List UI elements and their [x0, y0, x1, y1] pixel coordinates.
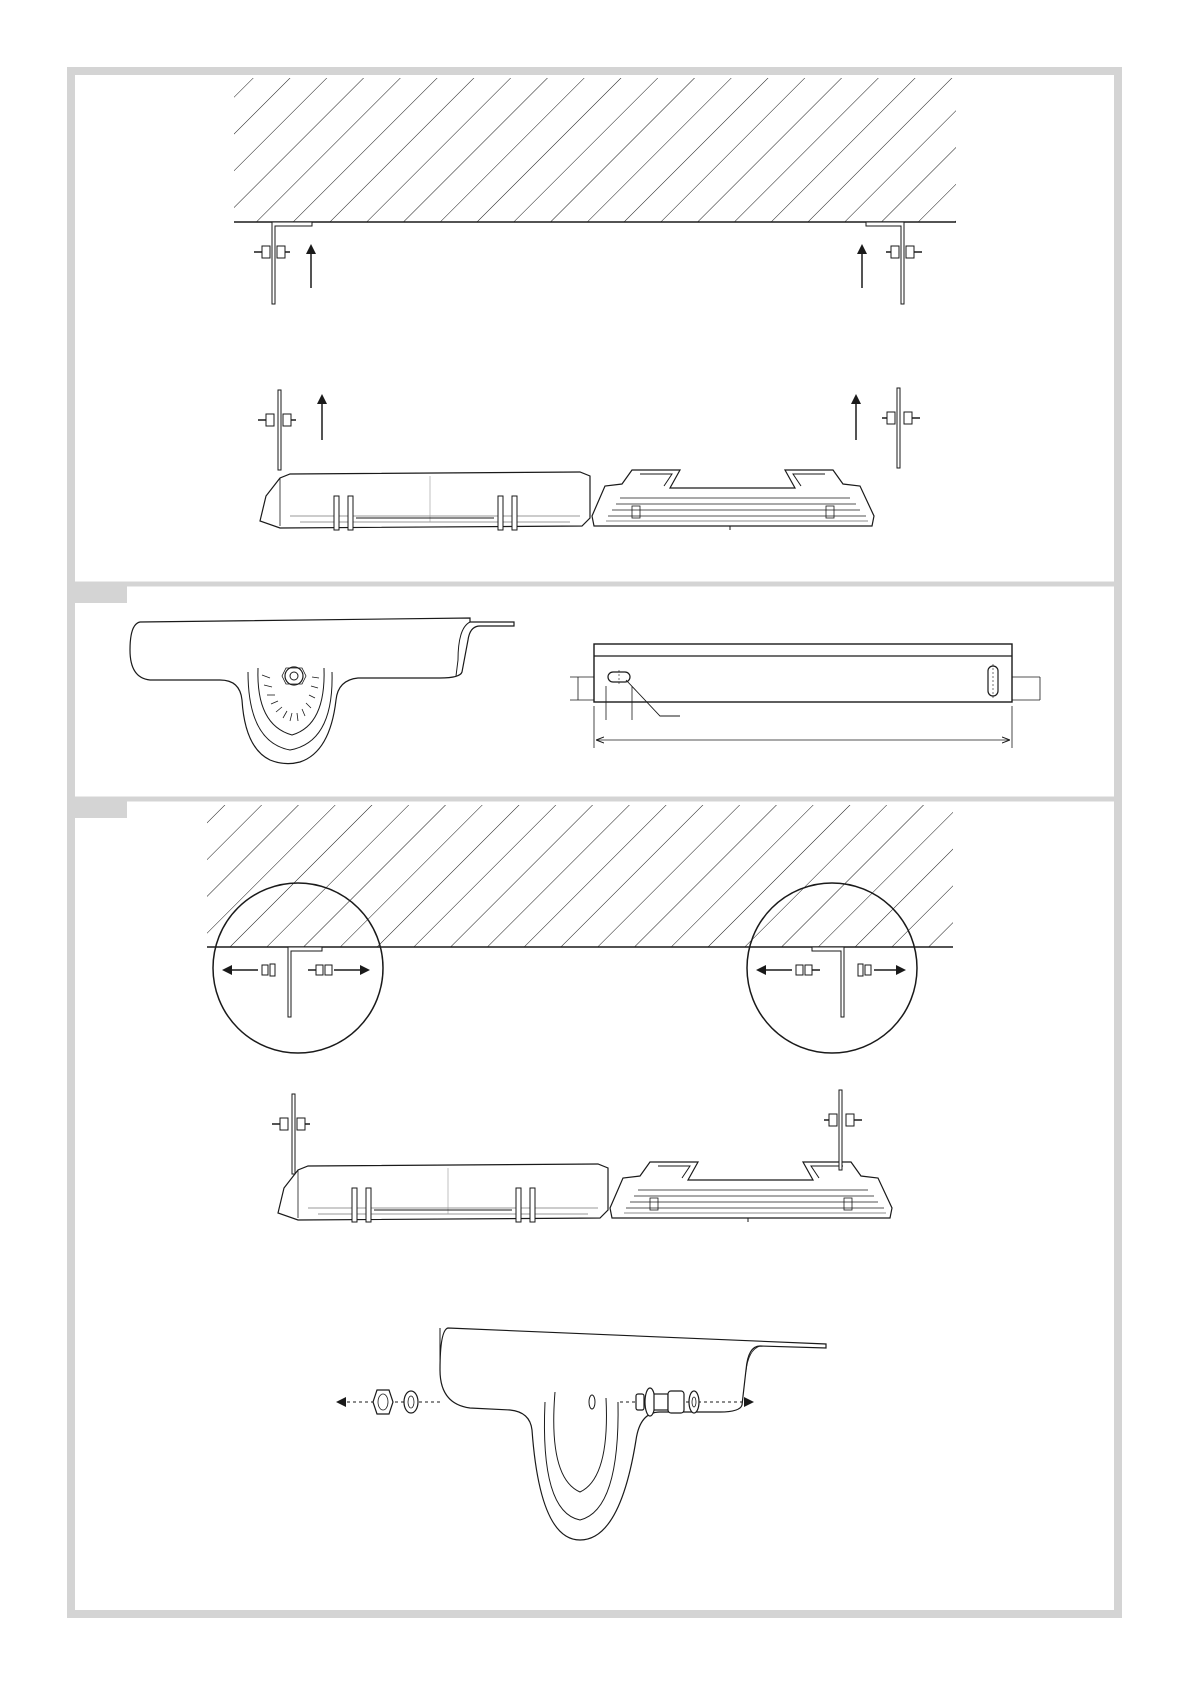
ceiling-bracket-left	[254, 222, 312, 304]
luminaire-side-view	[260, 470, 874, 530]
bracket-front-view	[570, 644, 1040, 748]
panel-1	[234, 78, 956, 530]
bracket-exploded-view	[338, 1328, 826, 1540]
step-tab	[75, 801, 127, 818]
bracket-angle-view	[130, 618, 514, 764]
panel-3	[207, 805, 953, 1540]
washer-icon	[865, 965, 871, 975]
bolt-icon	[285, 667, 303, 685]
ceiling-hatch	[234, 78, 956, 222]
nut-icon	[270, 964, 275, 976]
ceiling-hatch	[207, 805, 953, 947]
washer-icon	[262, 965, 268, 975]
bolt-icon	[316, 965, 323, 975]
step-tab	[75, 586, 127, 603]
washer-icon	[404, 1391, 418, 1413]
luminaire-bracket-right	[882, 388, 920, 468]
luminaire-bracket-right	[824, 1090, 862, 1170]
luminaire-bracket-left	[272, 1094, 310, 1174]
luminaire-bracket-left	[258, 390, 296, 470]
nut-icon	[858, 964, 863, 976]
bolt-icon	[796, 965, 803, 975]
luminaire-side-view	[278, 1162, 892, 1222]
panel-2	[130, 618, 1040, 764]
ceiling-bracket-right	[866, 222, 922, 304]
